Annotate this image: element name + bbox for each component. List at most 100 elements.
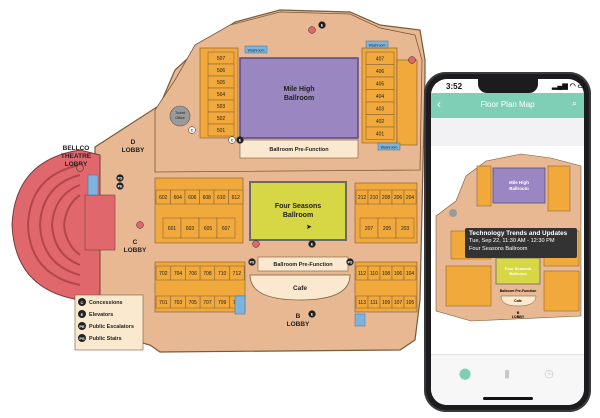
room-label-705: 705	[189, 300, 198, 306]
marker-ps-icon: PS	[248, 258, 256, 266]
room-104[interactable]: 104	[403, 265, 417, 281]
marker-ps-icon: PS	[116, 174, 124, 182]
room-106[interactable]: 106	[391, 265, 405, 281]
room-label-507: 507	[217, 56, 226, 62]
room-113[interactable]: 113	[355, 295, 369, 309]
room-605[interactable]: 605	[198, 217, 218, 239]
legend-icon-0: C	[81, 300, 84, 305]
room-112[interactable]: 112	[355, 265, 369, 281]
room-705[interactable]: 705	[185, 295, 201, 309]
room-110[interactable]: 110	[367, 265, 381, 281]
room-111[interactable]: 111	[367, 295, 381, 309]
room-label-406: 406	[376, 69, 385, 75]
washroom-label-3: Washroom	[381, 146, 398, 150]
room-712[interactable]: 712	[229, 265, 245, 281]
room-label-504: 504	[217, 92, 226, 98]
room-204[interactable]: 204	[403, 189, 417, 205]
restroom-lower-right	[354, 313, 366, 327]
marker-c-icon: C	[188, 126, 196, 134]
room-label-210: 210	[370, 195, 379, 201]
marker-pe-icon: PE	[116, 182, 124, 190]
room-507[interactable]: 507	[207, 51, 235, 65]
mini-ticket-office	[449, 209, 457, 217]
room-603[interactable]: 603	[180, 217, 200, 239]
room-701[interactable]: 701	[155, 295, 171, 309]
tooltip-room: Four Seasons Ballroom	[469, 245, 528, 252]
back-arrow-icon[interactable]: ‹	[437, 97, 441, 111]
room-606[interactable]: 606	[184, 189, 200, 205]
room-label-109: 109	[382, 300, 391, 306]
room-105[interactable]: 105	[403, 295, 417, 309]
room-702[interactable]: 702	[155, 265, 171, 281]
bellco-theatre[interactable]	[11, 149, 116, 301]
tooltip-title: Technology Trends and Updates	[469, 230, 568, 237]
room-203[interactable]: 203	[395, 217, 415, 239]
clock-icon[interactable]: ◷	[544, 368, 554, 380]
room-label-608: 608	[203, 195, 212, 201]
room-707[interactable]: 707	[199, 295, 216, 309]
room-604[interactable]: 604	[170, 189, 186, 205]
room-506[interactable]: 506	[207, 63, 235, 77]
legend-label-2: Public Escalators	[89, 324, 134, 330]
room-610[interactable]: 610	[213, 189, 229, 205]
room-505[interactable]: 505	[207, 75, 235, 89]
room-212[interactable]: 212	[355, 189, 369, 205]
room-612[interactable]: 612	[228, 189, 244, 205]
room-602[interactable]: 602	[155, 189, 171, 205]
map-pin-icon[interactable]: ⬤	[458, 368, 472, 380]
room-403[interactable]: 403	[365, 101, 395, 115]
ticket-label-2: Office	[175, 116, 185, 120]
room-205[interactable]: 205	[377, 217, 397, 239]
room-label-605: 605	[204, 226, 213, 232]
four-seasons-ballroom[interactable]	[249, 181, 347, 241]
room-label-603: 603	[186, 226, 195, 232]
mile-high-ballroom[interactable]	[239, 57, 359, 139]
marker-e-icon: E	[308, 310, 316, 318]
room-label-601: 601	[168, 226, 177, 232]
room-501[interactable]: 501	[207, 123, 235, 137]
room-label-604: 604	[174, 195, 183, 201]
washroom-upper-left	[244, 45, 268, 54]
room-405[interactable]: 405	[365, 76, 395, 90]
room-608[interactable]: 608	[199, 189, 215, 205]
session-tooltip[interactable]: Technology Trends and Updates Tue, Sep 2…	[465, 228, 577, 258]
room-109[interactable]: 109	[379, 295, 393, 309]
room-207[interactable]: 207	[359, 217, 379, 239]
room-107[interactable]: 107	[391, 295, 405, 309]
upper-prefunction	[239, 139, 359, 159]
room-706[interactable]: 706	[185, 265, 201, 281]
room-504[interactable]: 504	[207, 87, 235, 101]
room-401[interactable]: 401	[365, 126, 395, 140]
room-502[interactable]: 502	[207, 111, 235, 125]
room-label-401: 401	[376, 131, 385, 137]
room-708[interactable]: 708	[199, 265, 216, 281]
d-lobby-label-1: D	[131, 139, 136, 146]
room-704[interactable]: 704	[170, 265, 186, 281]
room-402[interactable]: 402	[365, 114, 395, 128]
mini-rooms-left	[476, 165, 492, 207]
room-709[interactable]: 709	[214, 295, 230, 309]
cafe[interactable]	[249, 274, 351, 301]
room-703[interactable]: 703	[170, 295, 186, 309]
room-210[interactable]: 210	[367, 189, 381, 205]
marker-e-icon: E	[318, 21, 326, 29]
theatre-label-2: THEATRE	[61, 153, 92, 160]
room-108[interactable]: 108	[379, 265, 393, 281]
room-label-710: 710	[218, 271, 227, 277]
tooltip-time: Tue, Sep 22, 11:30 AM - 12:30 PM	[469, 238, 555, 244]
room-206[interactable]: 206	[391, 189, 405, 205]
room-406[interactable]: 406	[365, 64, 395, 78]
ticket-office-circle	[169, 105, 191, 127]
room-label-505: 505	[217, 80, 226, 86]
room-601[interactable]: 601	[162, 217, 182, 239]
room-607[interactable]: 607	[216, 217, 236, 239]
room-208[interactable]: 208	[379, 189, 393, 205]
bookmark-icon[interactable]: ▮	[503, 368, 511, 380]
room-404[interactable]: 404	[365, 89, 395, 103]
room-407[interactable]: 407	[365, 51, 395, 65]
room-710[interactable]: 710	[214, 265, 230, 281]
room-503[interactable]: 503	[207, 99, 235, 113]
mini-rooms-70x	[445, 265, 492, 307]
search-icon[interactable]: ⌕	[571, 98, 577, 108]
